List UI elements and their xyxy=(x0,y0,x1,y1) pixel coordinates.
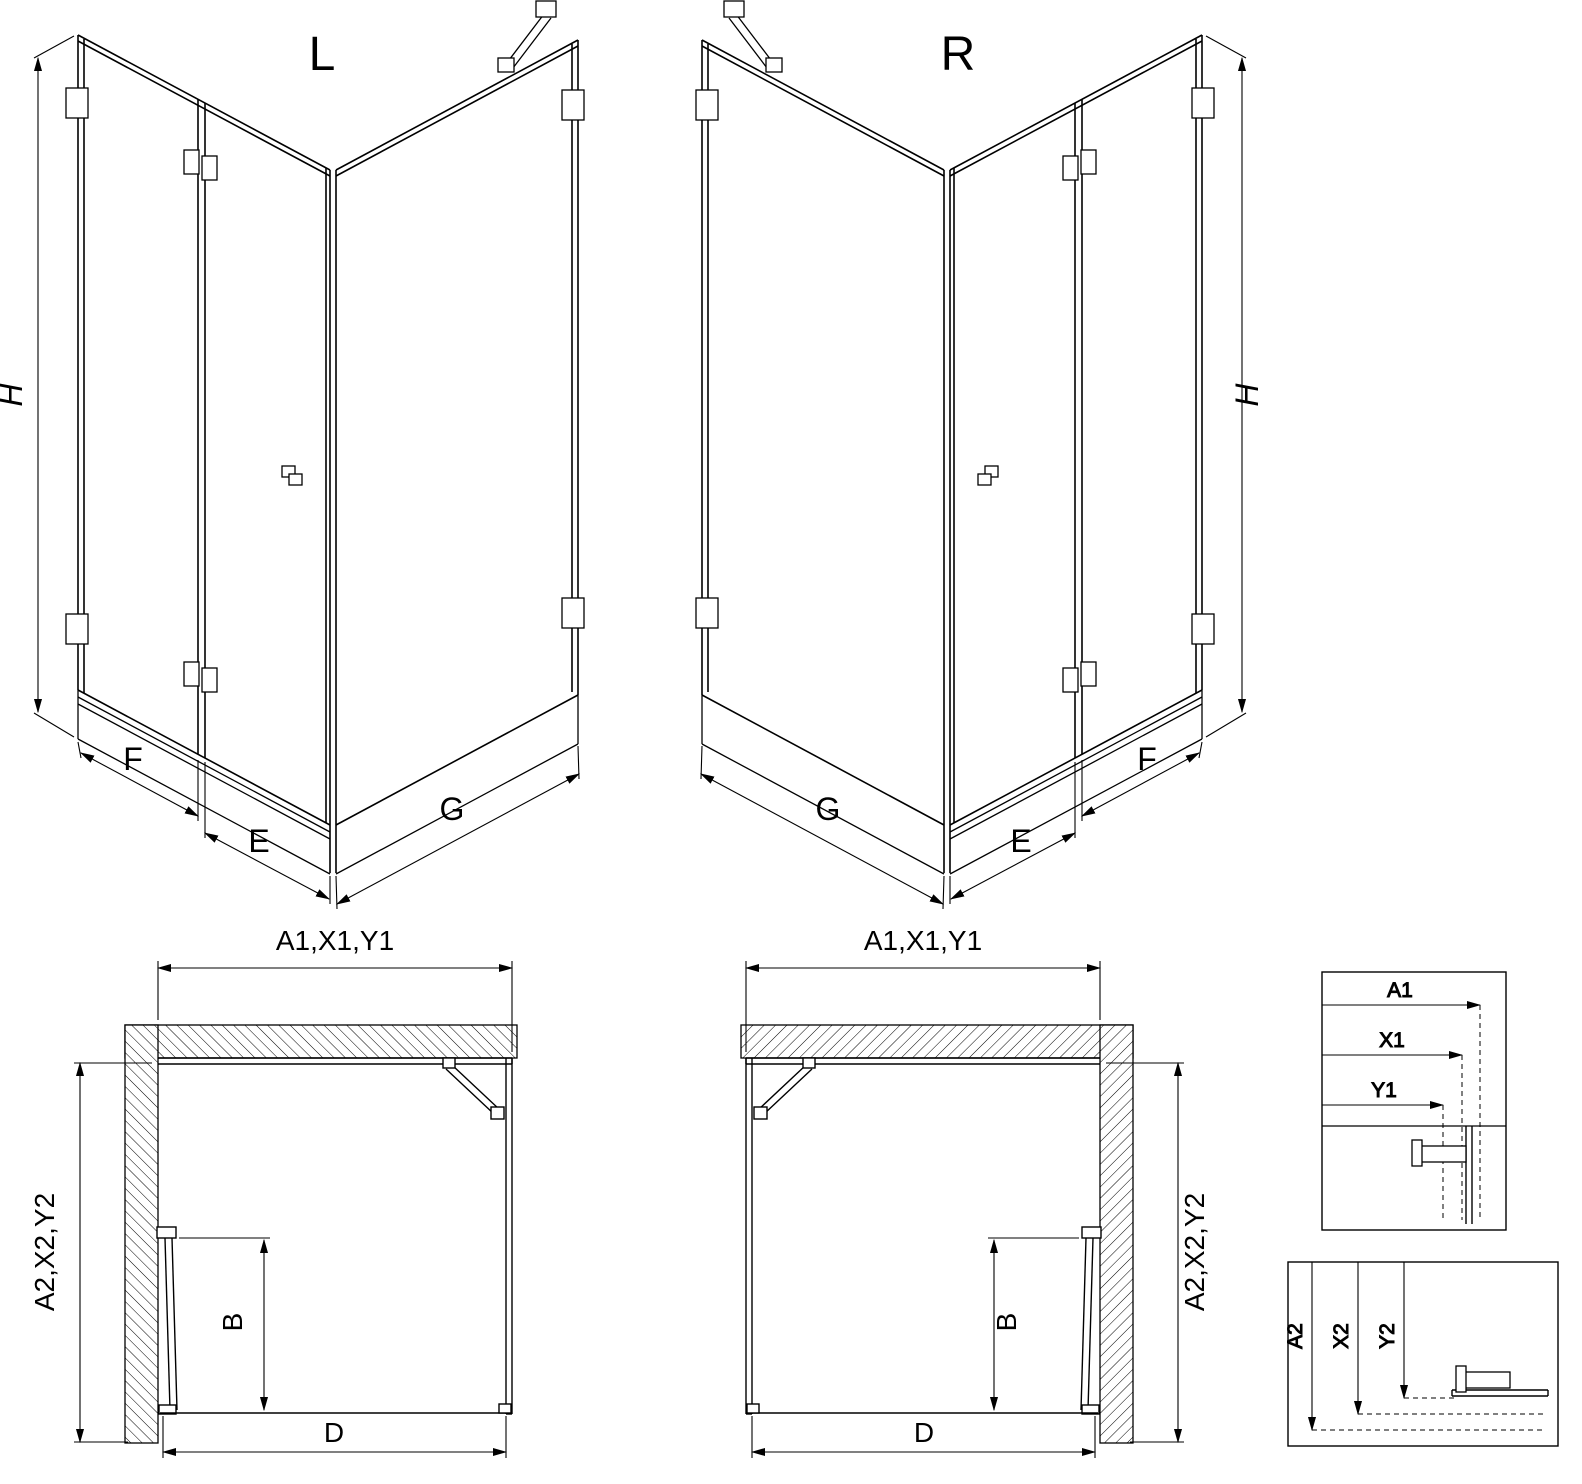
plan-right-label-door-width: B xyxy=(991,1313,1022,1332)
detail-label-x2: X2 xyxy=(1330,1323,1353,1349)
profile-bracket xyxy=(1461,1371,1511,1389)
detail-box xyxy=(1287,1261,1559,1447)
detail-label-a2: A2 xyxy=(1284,1323,1307,1349)
dim-label-fixed-right: F xyxy=(1137,741,1157,777)
plan-left-label-top-width: A1,X1,Y1 xyxy=(276,925,394,956)
plan-left-label-side-depth: A2,X2,Y2 xyxy=(29,1193,60,1311)
iso-view-left: L H F E G xyxy=(0,1,584,909)
detail-label-y2: Y2 xyxy=(1376,1323,1399,1349)
plan-right-label-top-width: A1,X1,Y1 xyxy=(864,925,982,956)
plan-right-label-entry-width: D xyxy=(914,1417,934,1448)
profile-bracket xyxy=(1419,1145,1467,1163)
plan-view-right: A1,X1,Y1 A2,X2,Y2 B D xyxy=(741,925,1210,1458)
plan-left-label-entry-width: D xyxy=(324,1417,344,1448)
plan-view-left: A1,X1,Y1 A2,X2,Y2 B D xyxy=(29,925,517,1458)
detail-label-a1: A1 xyxy=(1387,979,1413,1002)
plan-right-art xyxy=(741,961,1184,1458)
plan-right-label-side-depth: A2,X2,Y2 xyxy=(1179,1193,1210,1311)
iso-right-art xyxy=(696,1,1246,909)
plan-left-label-door-width: B xyxy=(217,1313,248,1332)
detail-depth-measurements: A2 X2 Y2 xyxy=(1284,1261,1559,1447)
detail-label-x1: X1 xyxy=(1379,1029,1405,1052)
detail-width-measurements: A1 X1 Y1 xyxy=(1321,971,1507,1231)
view-label-left: L xyxy=(309,28,336,81)
dim-label-height-right: H xyxy=(1229,383,1265,407)
profile-tab xyxy=(1411,1139,1423,1167)
detail-label-y1: Y1 xyxy=(1371,1079,1397,1102)
profile-tab xyxy=(1455,1365,1467,1393)
detail-box xyxy=(1321,971,1507,1231)
dim-label-door-left: E xyxy=(248,823,269,859)
iso-left-art xyxy=(34,1,584,909)
plan-left-art xyxy=(74,961,517,1458)
dim-label-door-right: E xyxy=(1010,823,1031,859)
view-label-right: R xyxy=(941,28,976,81)
dim-label-height-left: H xyxy=(0,383,29,407)
dim-label-side-right: G xyxy=(816,791,841,827)
dim-label-side-left: G xyxy=(440,791,465,827)
dim-label-fixed-left: F xyxy=(123,741,143,777)
iso-view-right: R H F E G xyxy=(696,1,1265,909)
